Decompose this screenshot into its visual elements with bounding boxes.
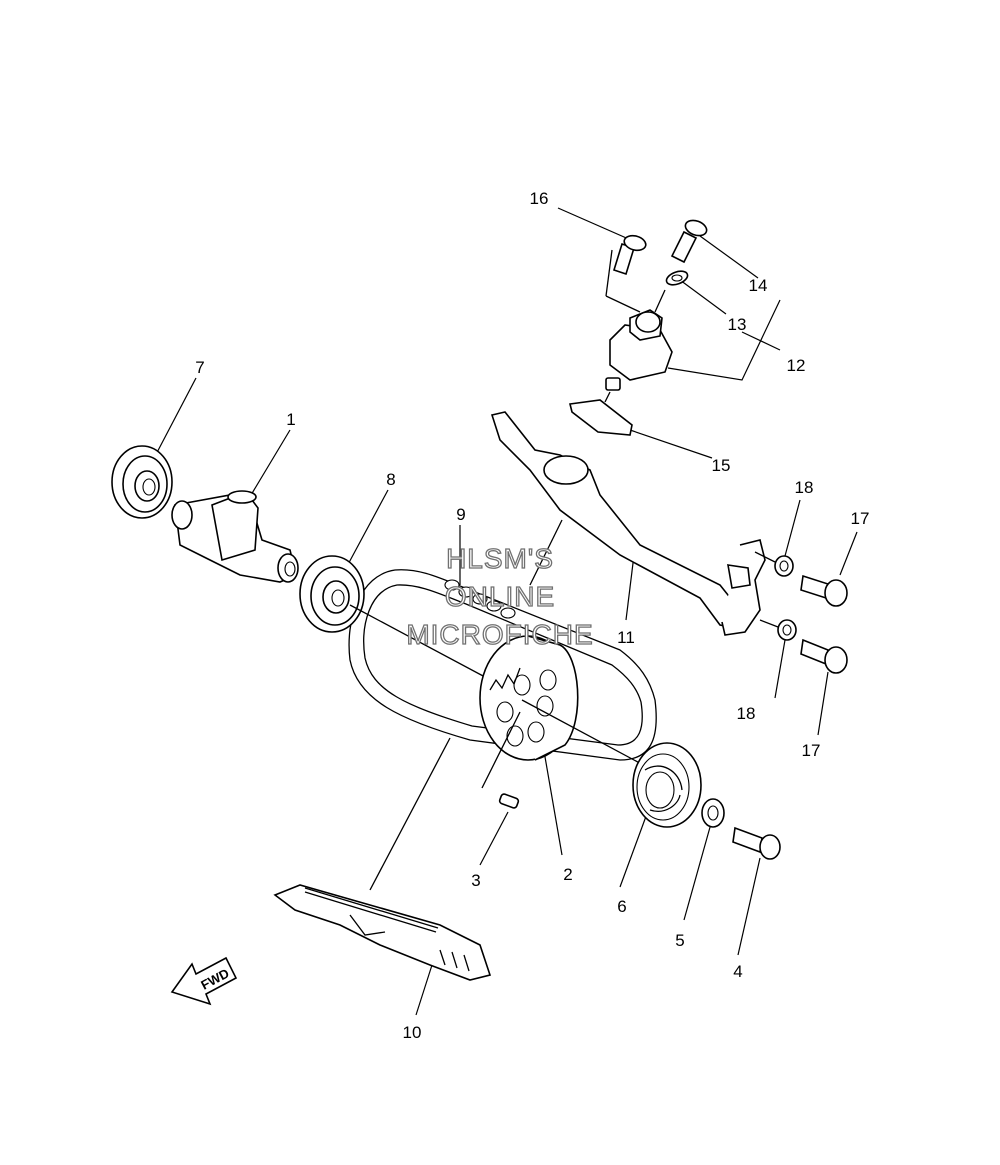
sprocket-plate [632,742,702,828]
chain-links-detail [444,579,516,619]
callout-17-top: 17 [851,509,870,528]
watermark-line-3: MICROFICHE [406,619,593,650]
tensioner-guide [490,411,766,636]
callout-3: 3 [471,871,480,890]
leader-lines [151,207,858,1016]
callout-18-bottom: 18 [737,704,756,723]
watermark-line-1: HLSM'S [446,543,554,574]
callout-14: 14 [749,276,768,295]
chain-tensioner [605,249,673,391]
callout-11: 11 [617,628,635,647]
washer [701,798,725,828]
bearing-left [111,445,173,519]
callout-9: 9 [456,505,465,524]
callout-10: 10 [403,1023,422,1042]
washers-18 [754,551,797,641]
watermark: HLSM'S ONLINE MICROFICHE [406,542,594,650]
tensioner-bolt-14 [670,219,708,264]
camshaft [171,490,299,583]
watermark-line-2: ONLINE [445,581,555,612]
timing-chain [348,569,657,761]
tensioner-bolt-16 [613,234,647,276]
cam-sprocket [479,635,663,776]
fwd-arrow-icon: FWD [170,956,238,1006]
callout-13: 13 [728,315,747,334]
callout-16: 16 [530,189,549,208]
sprocket-bolt [732,826,781,860]
callout-18-top: 18 [795,478,814,497]
callout-4: 4 [733,962,742,981]
bearing-right [299,555,501,686]
callout-7: 7 [195,358,204,377]
o-ring [654,270,689,313]
callout-12: 12 [787,356,806,375]
chain-guide [273,737,492,981]
callout-17-bottom: 17 [802,741,821,760]
dowel-pin [481,711,521,809]
callout-15: 15 [712,456,731,475]
callout-6: 6 [617,897,626,916]
tensioner-gasket [569,391,633,436]
callout-2: 2 [563,865,572,884]
callout-8: 8 [386,470,395,489]
bolts-17 [800,574,848,674]
callout-labels: 7 1 8 9 16 14 13 12 15 18 17 11 18 17 2 … [195,189,869,1042]
callout-5: 5 [675,931,684,950]
callout-1: 1 [286,410,295,429]
